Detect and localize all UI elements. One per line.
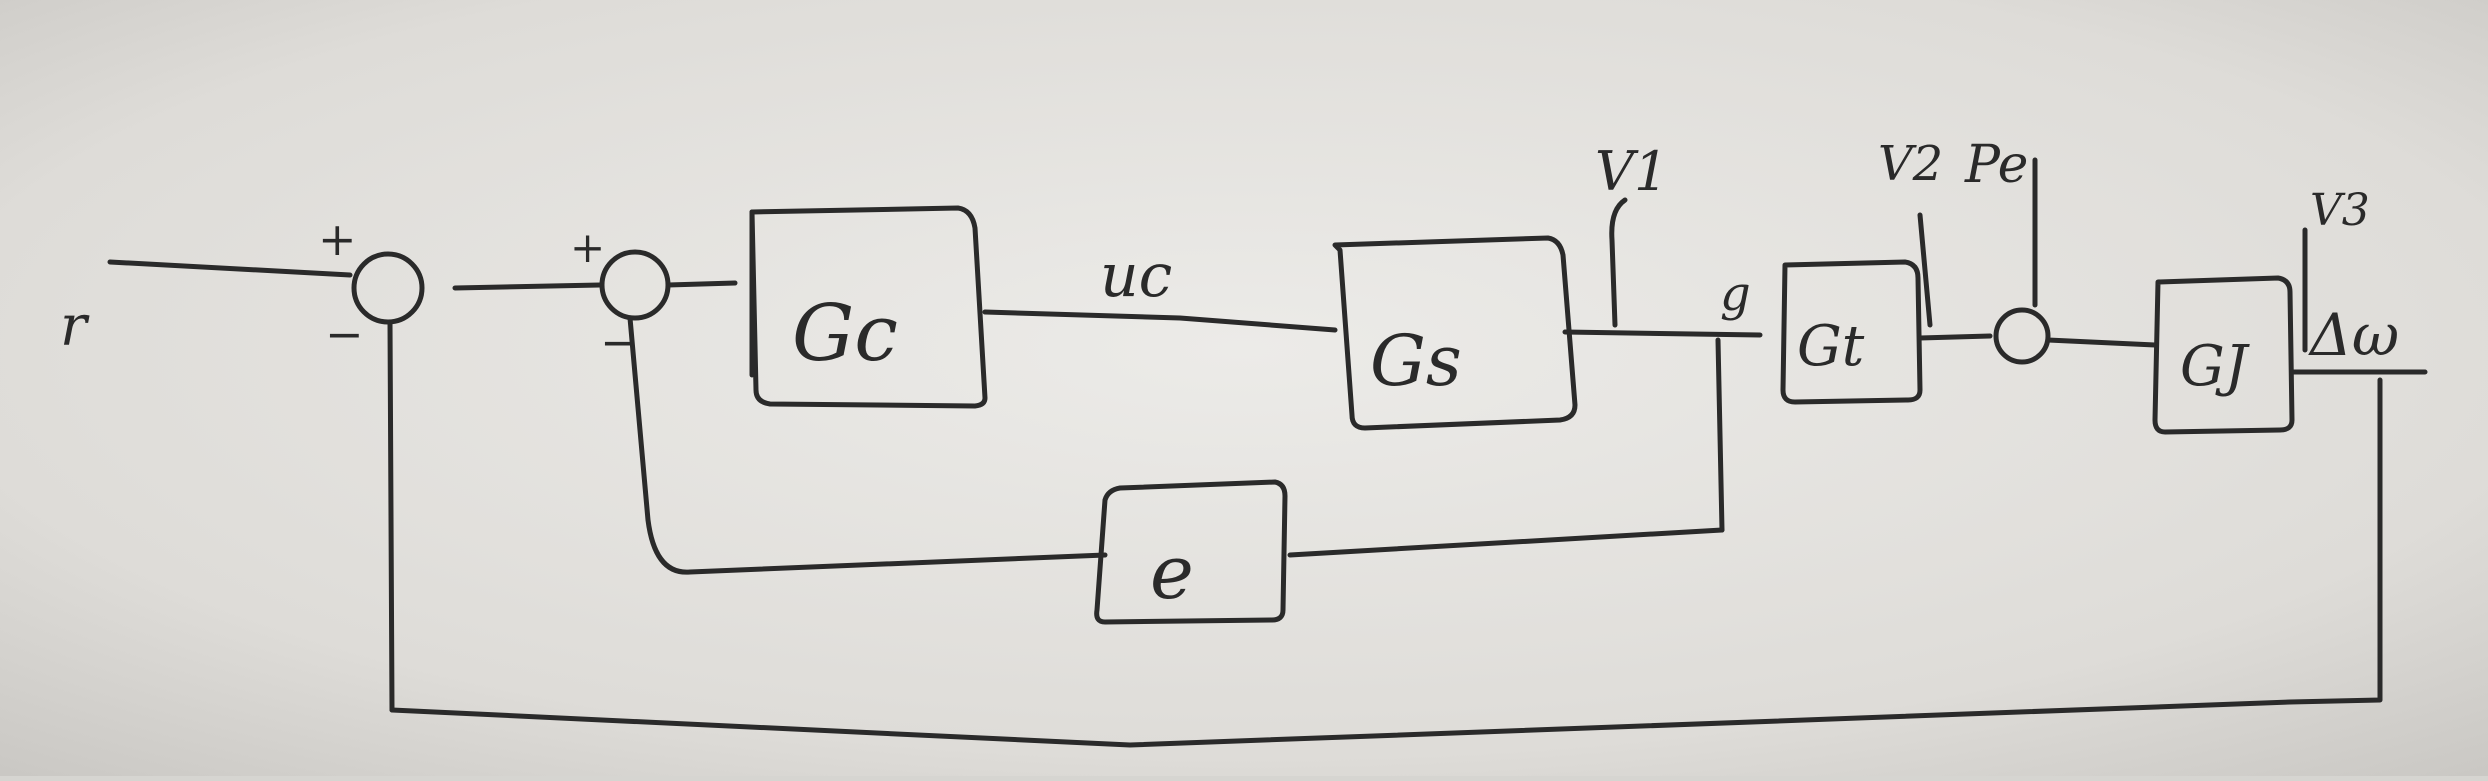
v2-arrow <box>1917 212 1933 328</box>
v3-label: V3 <box>2310 185 2370 236</box>
v2-label: V2 <box>1878 136 1943 192</box>
control-signal-label: uc <box>1100 241 1172 311</box>
summing-junction-3 <box>1993 307 2051 365</box>
wire-sj2-gc <box>665 280 738 288</box>
outer-feedback-down-wire <box>2287 377 2383 705</box>
turbine-block <box>1780 259 1923 405</box>
takeoff-down-wire <box>1715 337 1725 533</box>
plant-label: Gs <box>1370 320 1462 402</box>
sj1-minus-sign: − <box>325 307 364 361</box>
outer-feedback-bottom-wire <box>389 699 2293 748</box>
generator-label: GJ <box>2180 334 2251 399</box>
input-label: r <box>60 294 90 359</box>
controller-block <box>749 205 988 409</box>
input-wire <box>107 259 353 278</box>
feedback-label: e <box>1150 530 1194 616</box>
sj2-plus-sign: + <box>570 223 605 272</box>
intermediate-signal-label: g <box>1720 266 1751 322</box>
pe-label: Pe <box>1964 135 2028 195</box>
feedback-block <box>1094 479 1288 625</box>
wire-gs-out <box>1562 329 1763 338</box>
wire-sj1-sj2 <box>452 282 603 291</box>
feedback-right-wire <box>1287 527 1725 558</box>
turbine-label: Gt <box>1797 314 1865 379</box>
controller-label: Gc <box>792 289 898 379</box>
sj1-plus-sign: + <box>318 212 357 266</box>
v1-label: V1 <box>1595 140 1668 203</box>
outer-feedback-up-wire <box>387 319 395 713</box>
generator-block <box>2152 275 2295 435</box>
wire-gc-gs <box>982 309 1338 333</box>
wire-sj3-gj <box>2045 337 2158 348</box>
output-signal-label: Δω <box>2308 301 2399 369</box>
wire-gt-sj3 <box>1917 333 1993 341</box>
v1-arrow <box>1609 197 1628 328</box>
plant-block <box>1332 235 1578 431</box>
feedback-left-wire <box>627 315 1108 575</box>
